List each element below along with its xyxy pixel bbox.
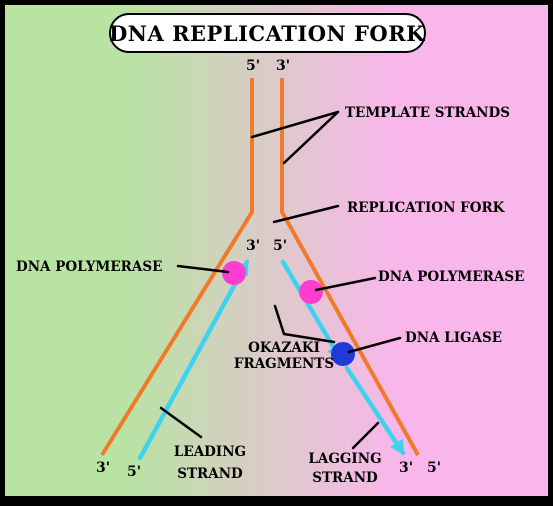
label-leading-line1: LEADING — [174, 444, 246, 460]
label-lagging-line2: STRAND — [312, 470, 378, 486]
template-strand-left — [100, 78, 254, 457]
leading-strand-arrow — [137, 259, 250, 461]
page-title: DNA REPLICATION FORK — [109, 21, 425, 46]
template-strands — [100, 78, 420, 457]
end-label-bottom-left-outer: 3' — [96, 460, 110, 476]
label-pointers — [159, 110, 402, 450]
end-label-bottom-right-inner: 3' — [399, 460, 413, 476]
label-dna-polymerase-left: DNA POLYMERASE — [16, 259, 162, 275]
label-template-strands: TEMPLATE STRANDS — [345, 105, 510, 121]
background-panel — [5, 5, 548, 496]
dna-polymerase-right-blob — [299, 280, 323, 304]
label-lagging-line1: LAGGING — [308, 451, 381, 467]
label-okazaki-line1: OKAZAKI — [248, 340, 320, 356]
label-leading-line2: STRAND — [177, 466, 243, 482]
label-dna-ligase: DNA LIGASE — [405, 330, 502, 346]
end-label-fork-right: 5' — [273, 238, 287, 254]
pointer-leading — [159, 406, 203, 439]
dna-ligase-blob — [331, 342, 355, 366]
pointer-lagging — [351, 421, 380, 450]
end-label-top-right: 3' — [276, 58, 290, 74]
pointer-polymerase-right — [314, 276, 377, 292]
label-okazaki-line2: FRAGMENTS — [234, 356, 334, 372]
pointer-polymerase-left — [176, 264, 230, 274]
okazaki-fragment-2 — [344, 365, 406, 456]
title-pill — [109, 13, 426, 53]
label-dna-polymerase-right: DNA POLYMERASE — [378, 269, 524, 285]
template-strand-right — [280, 78, 420, 456]
pointer-template-left — [250, 110, 340, 139]
label-replication-fork: REPLICATION FORK — [347, 200, 506, 216]
end-label-top-left: 5' — [246, 58, 260, 74]
pointer-okazaki — [273, 304, 336, 344]
end-label-bottom-left-inner: 5' — [127, 464, 141, 480]
dna-polymerase-left-blob — [222, 261, 246, 285]
pointer-replication-fork — [272, 204, 340, 224]
end-label-bottom-right-outer: 5' — [427, 460, 441, 476]
end-label-fork-left: 3' — [246, 238, 260, 254]
pointer-template-right — [282, 110, 340, 165]
pointer-ligase — [347, 336, 402, 354]
